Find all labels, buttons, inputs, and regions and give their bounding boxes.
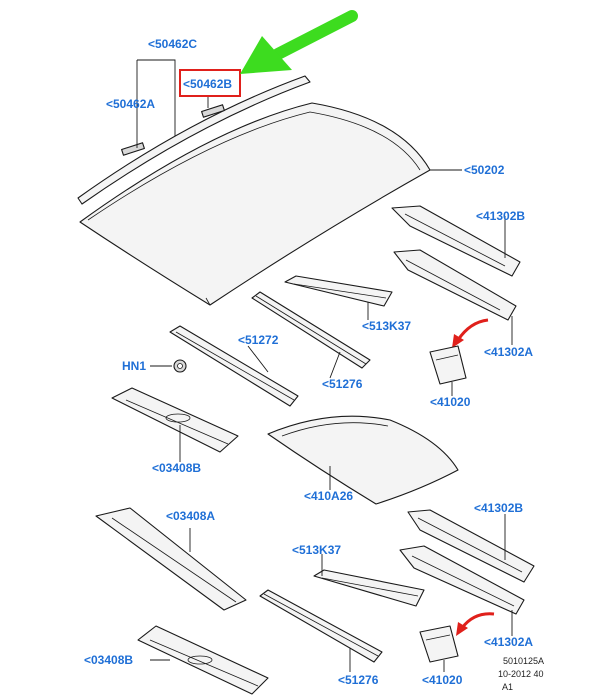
footer-date-code: 10-2012 40	[498, 669, 544, 679]
bracket-41020-top	[429, 345, 467, 385]
label-41020-top: <41020	[430, 395, 471, 409]
label-51272: <51272	[238, 333, 279, 347]
leader-51276-top	[329, 351, 341, 379]
leaders-50462	[136, 59, 209, 148]
label-41302b-top: <41302B	[476, 209, 525, 223]
roof-panel	[79, 102, 431, 306]
label-50462c: <50462C	[148, 37, 197, 51]
label-hn1: HN1	[122, 359, 146, 373]
red-arrow-top-head	[452, 334, 464, 348]
label-03408a: <03408A	[166, 509, 215, 523]
clip-50462a	[121, 142, 145, 156]
roof-rail-41302b-bottom	[407, 509, 535, 583]
red-arrow-bottom-head	[456, 622, 468, 636]
red-arrow-top	[456, 318, 489, 341]
label-51276-bottom: <51276	[338, 673, 379, 687]
bracket-41020-bottom	[419, 625, 459, 663]
footer-revision: A1	[502, 682, 513, 692]
highlight-box-50462b	[179, 69, 241, 97]
roof-bow-513k37-top	[284, 275, 393, 307]
leader-51272	[247, 345, 269, 373]
header-03408a	[95, 507, 247, 611]
label-410a26: <410A26	[304, 489, 353, 503]
label-03408b-bottom: <03408B	[84, 653, 133, 667]
roof-bow-51276-top	[251, 291, 371, 369]
roof-rail-41302a-top	[393, 249, 517, 321]
nut-hn1	[173, 359, 187, 373]
roof-bow-51272	[169, 325, 299, 407]
red-arrow-bottom	[460, 612, 495, 629]
header-03408b-top	[111, 387, 239, 453]
roof-moulding-strip	[77, 75, 311, 205]
footer-ref-code: 5010125A	[503, 656, 544, 666]
green-pointer-arrow	[240, 10, 358, 74]
label-50462b: <50462B	[183, 77, 232, 91]
label-03408b-top: <03408B	[152, 461, 201, 475]
header-03408b-bottom	[137, 625, 269, 695]
label-41302a-bottom: <41302A	[484, 635, 533, 649]
label-513k37-top: <513K37	[362, 319, 411, 333]
roof-bow-51276-bottom	[259, 589, 383, 663]
clip-50462b	[201, 104, 225, 118]
headliner-410a26	[267, 415, 459, 505]
label-513k37-bottom: <513K37	[292, 543, 341, 557]
label-41302b-bottom: <41302B	[474, 501, 523, 515]
label-41302a-top: <41302A	[484, 345, 533, 359]
label-51276-top: <51276	[322, 377, 363, 391]
label-41020-bottom: <41020	[422, 673, 463, 687]
label-50202: <50202	[464, 163, 505, 177]
roof-rail-41302a-bottom	[399, 545, 525, 615]
label-50462a: <50462A	[106, 97, 155, 111]
roof-bow-513k37-bottom	[313, 569, 425, 607]
roof-rail-41302b-top	[391, 205, 521, 277]
